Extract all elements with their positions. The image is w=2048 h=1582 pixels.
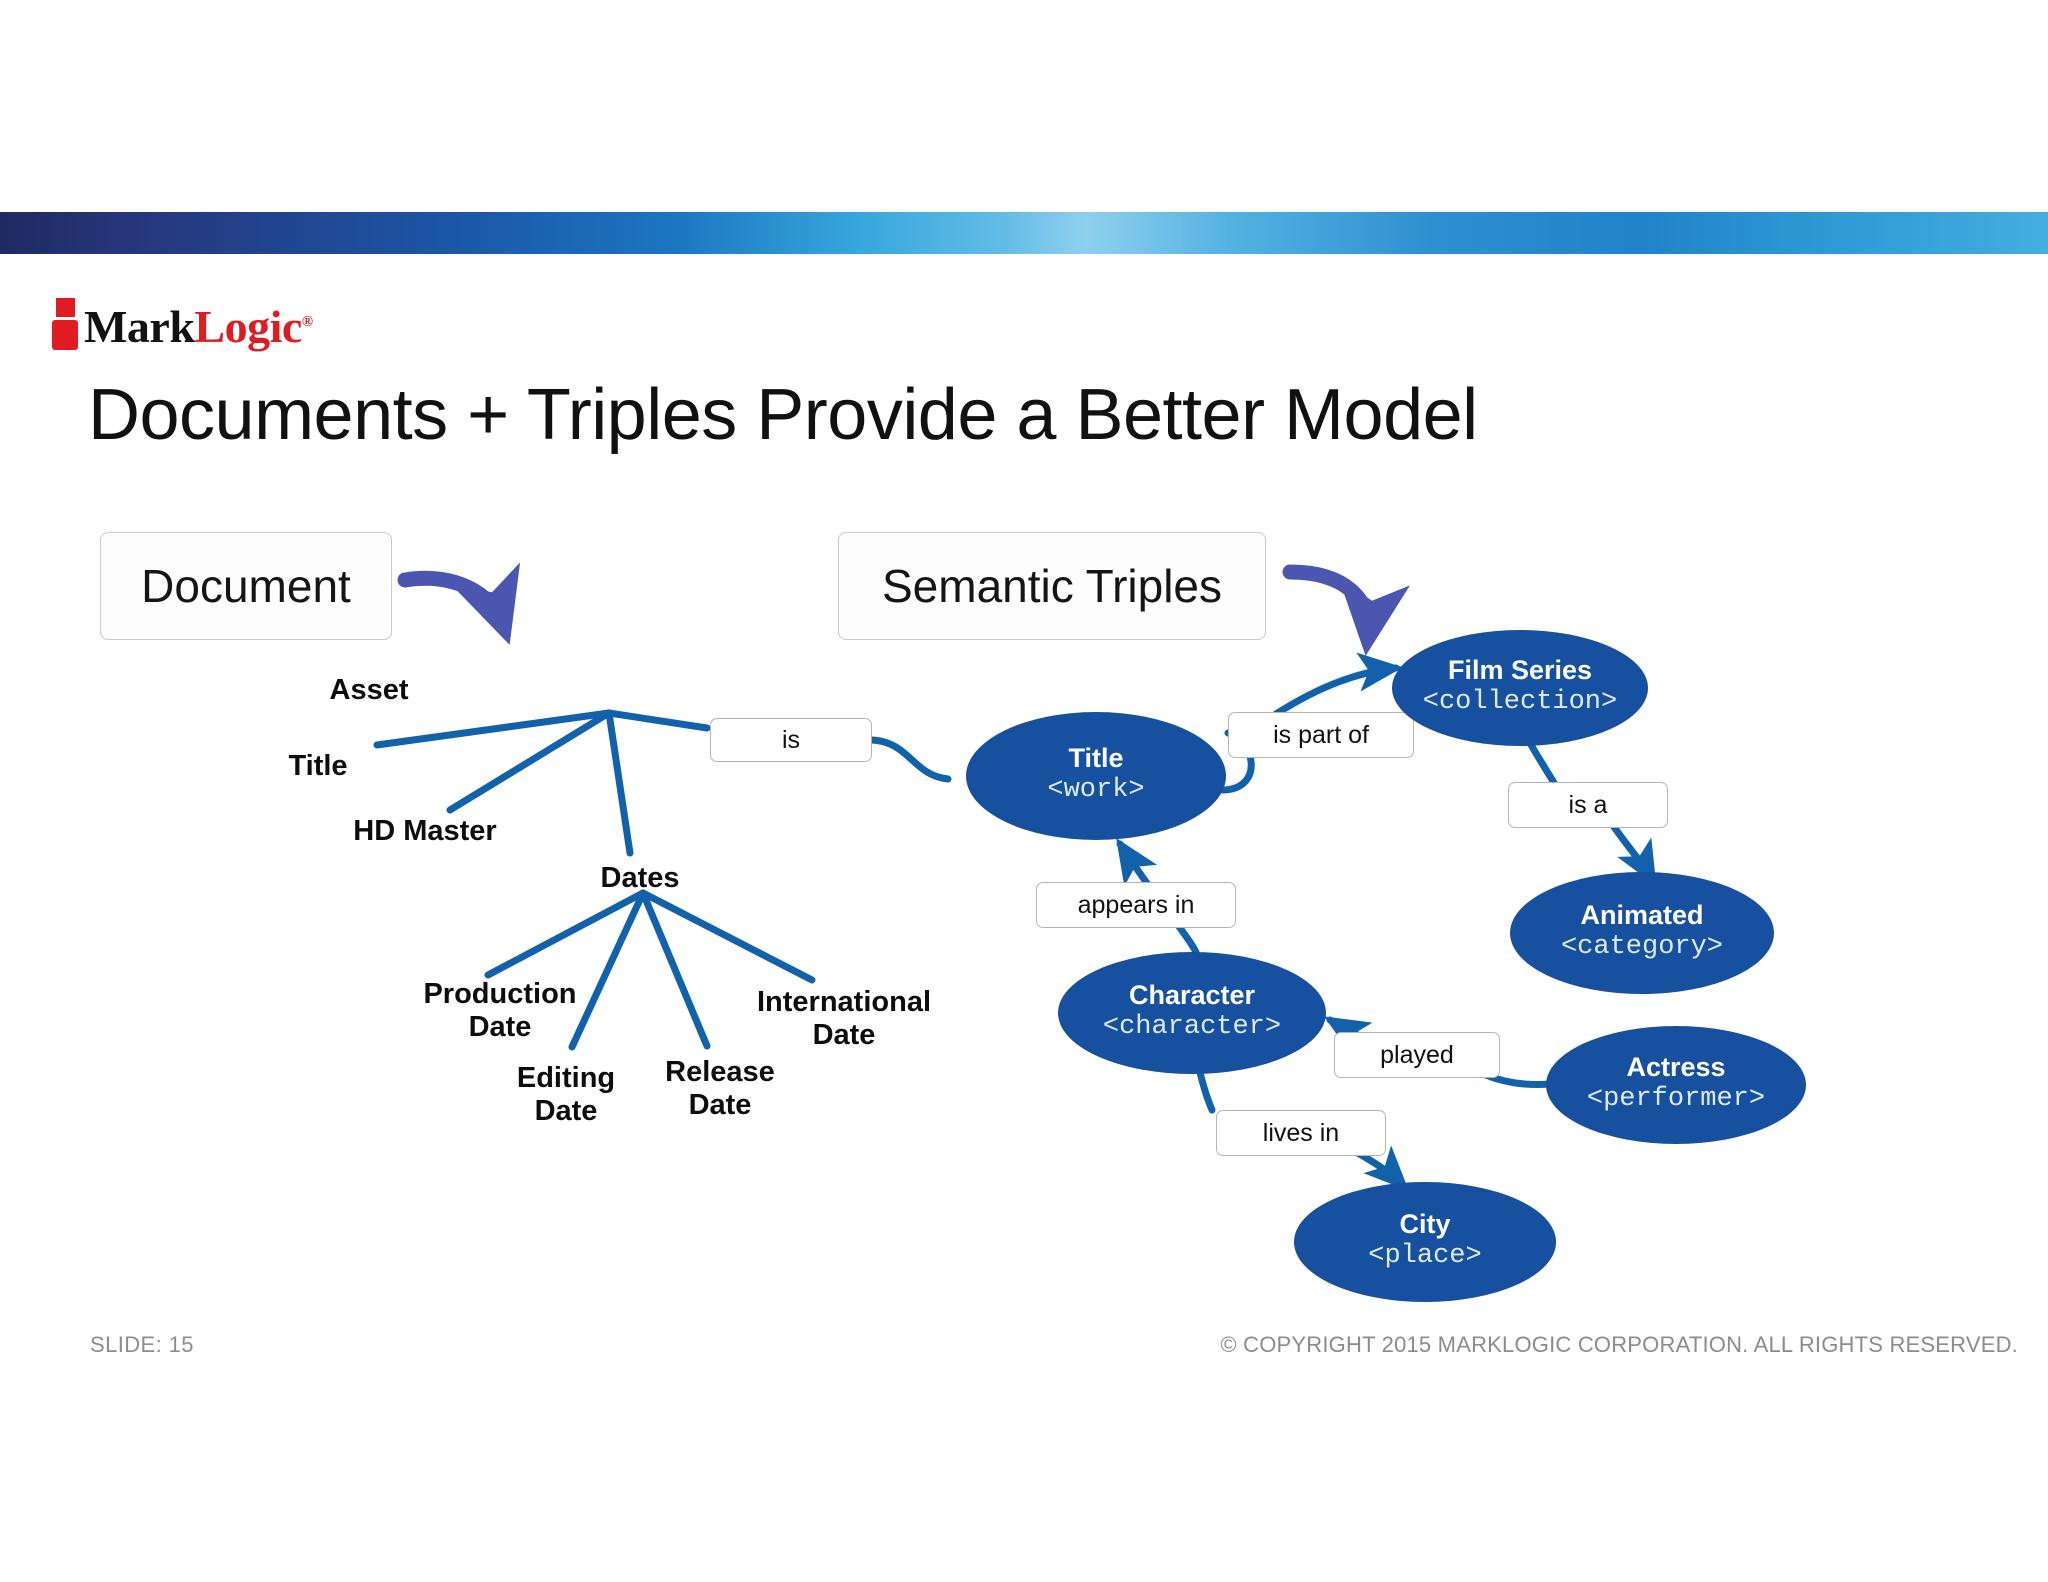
graph-node-actress: Actress <performer>	[1546, 1026, 1806, 1144]
tree-node-dates: Dates	[600, 862, 680, 894]
graph-node-character-name: Character	[1128, 980, 1256, 1011]
tree-node-asset: Asset	[329, 674, 409, 706]
logo-word-mark: Mark	[84, 301, 195, 352]
edge-label-played: played	[1334, 1032, 1500, 1078]
logo-square-small-icon	[56, 298, 75, 317]
callout-semantic-triples: Semantic Triples	[838, 532, 1266, 640]
arrow-document-to-tree-icon	[397, 562, 521, 645]
callout-document: Document	[100, 532, 392, 640]
graph-node-film-series-type: <collection>	[1422, 686, 1618, 717]
edge-label-lives-in: lives in	[1216, 1110, 1386, 1156]
graph-node-character: Character <character>	[1058, 952, 1326, 1074]
marklogic-logo: MarkLogic®	[52, 298, 352, 360]
arrow-triples-to-graph-icon	[1282, 564, 1410, 656]
graph-node-actress-type: <performer>	[1586, 1083, 1766, 1114]
logo-word-logic: Logic	[194, 301, 302, 352]
page-title: Documents + Triples Provide a Better Mod…	[88, 375, 1478, 455]
edge-is	[868, 736, 952, 783]
tree-node-title: Title	[288, 750, 348, 782]
graph-node-animated-type: <category>	[1560, 931, 1724, 962]
logo-registered-icon: ®	[301, 314, 313, 330]
edge-label-is: is	[710, 718, 872, 762]
tree-node-hd-master: HD Master	[353, 815, 497, 847]
footer-slide-number: SLIDE: 15	[90, 1332, 194, 1357]
logo-wordmark: MarkLogic®	[84, 300, 313, 353]
graph-node-title: Title <work>	[966, 712, 1226, 840]
graph-node-film-series-name: Film Series	[1447, 655, 1593, 686]
graph-node-title-name: Title	[1068, 743, 1124, 774]
graph-node-character-type: <character>	[1102, 1011, 1282, 1042]
edge-label-is-part-of: is part of	[1228, 712, 1414, 758]
logo-square-large-icon	[52, 320, 78, 350]
graph-node-city: City <place>	[1294, 1182, 1556, 1302]
tree-node-international-date: International Date	[756, 986, 931, 1052]
graph-node-actress-name: Actress	[1626, 1052, 1726, 1083]
graph-node-animated-name: Animated	[1580, 900, 1704, 931]
tree-node-editing-date: Editing Date	[516, 1062, 616, 1128]
graph-node-city-name: City	[1399, 1209, 1451, 1240]
graph-node-animated: Animated <category>	[1510, 872, 1774, 994]
graph-node-title-type: <work>	[1047, 774, 1145, 805]
header-gradient-bar	[0, 212, 2048, 254]
edge-label-is-a: is a	[1508, 782, 1668, 828]
tree-node-production-date: Production Date	[423, 978, 577, 1044]
edge-label-appears-in: appears in	[1036, 882, 1236, 928]
graph-node-film-series: Film Series <collection>	[1392, 630, 1648, 746]
graph-node-city-type: <place>	[1368, 1240, 1482, 1271]
footer-copyright: © COPYRIGHT 2015 MARKLOGIC CORPORATION. …	[1220, 1332, 2018, 1357]
tree-node-release-date: Release Date	[665, 1056, 775, 1122]
